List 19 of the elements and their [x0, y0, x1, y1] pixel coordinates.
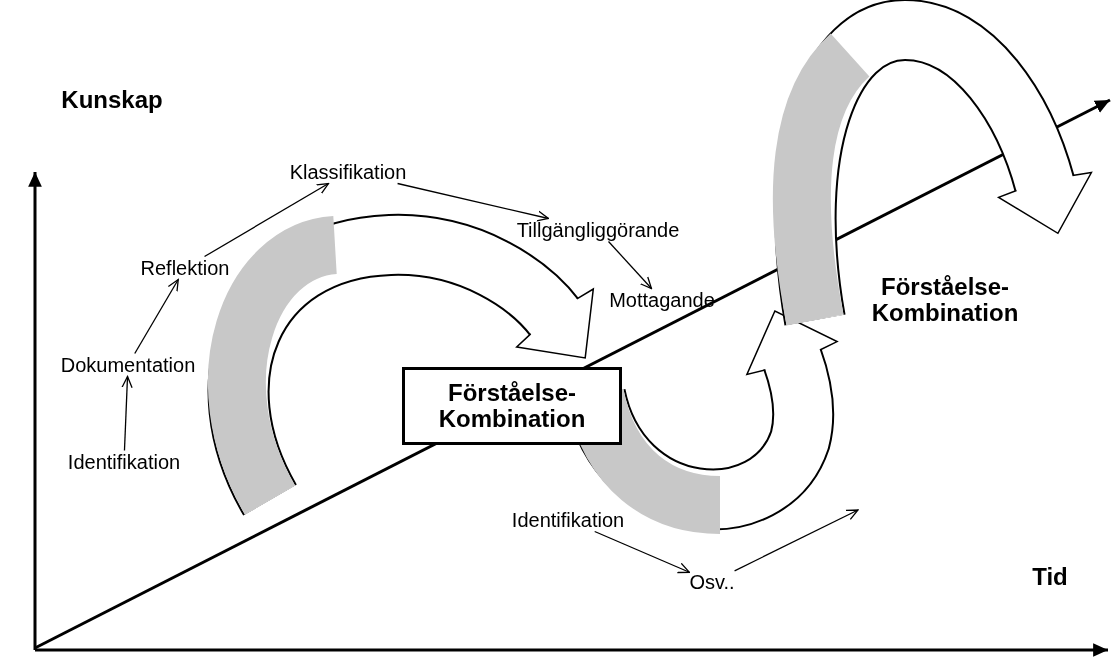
step-label: Identifikation — [511, 508, 625, 532]
arrow — [134, 278, 179, 355]
step-label: Reflektion — [140, 256, 230, 280]
step-label: Dokumentation — [60, 353, 196, 377]
arrow — [121, 375, 133, 452]
arrow — [396, 182, 550, 222]
step-label: Klassifikation — [289, 160, 407, 184]
arrow — [203, 182, 330, 258]
step-label: Mottagande — [609, 288, 715, 312]
arrow — [733, 509, 859, 572]
step-label: Tillgängliggörande — [516, 218, 680, 242]
axis-title: Tid — [1032, 564, 1068, 590]
axis-title: Kunskap — [61, 87, 163, 113]
arrow — [607, 240, 653, 290]
arrow — [594, 530, 691, 574]
step-label: Identifikation — [67, 450, 181, 474]
step-label: Osv.. — [689, 570, 735, 594]
framed-heading: Förståelse- Kombination — [402, 367, 622, 445]
heading: Förståelse- Kombination — [870, 274, 1020, 326]
